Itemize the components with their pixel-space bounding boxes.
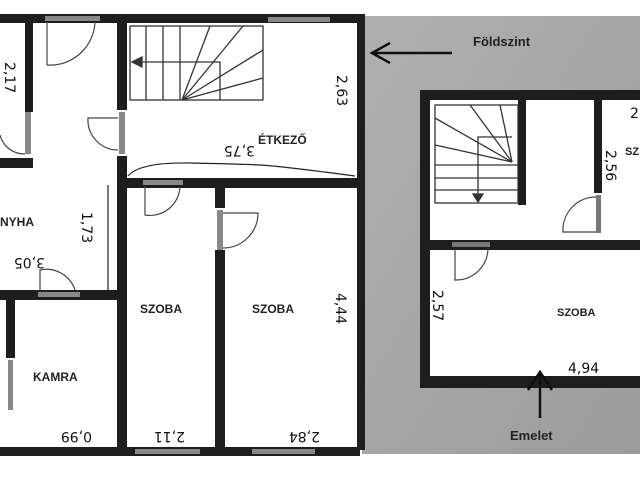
dimension-4-44: 4,44 xyxy=(332,293,348,324)
dimension-2-56: 2,56 xyxy=(602,150,618,181)
wall xyxy=(518,100,526,205)
room-label-szoba-upper: SZOBA xyxy=(557,307,596,319)
room-label-szoba-2: SZOBA xyxy=(252,302,294,316)
door-frame xyxy=(596,195,601,233)
room-label-nyha: NYHA xyxy=(0,215,34,229)
window xyxy=(45,16,100,21)
window xyxy=(268,17,330,22)
wall xyxy=(215,188,225,208)
wall xyxy=(6,298,15,358)
wall xyxy=(594,100,602,193)
ground-floor-label: Földszint xyxy=(473,34,531,49)
wall xyxy=(0,158,33,168)
arrow-left-icon xyxy=(369,41,452,65)
door-frame xyxy=(143,180,183,185)
room-label-kamra: KAMRA xyxy=(33,370,78,384)
wall xyxy=(215,250,225,455)
window xyxy=(25,112,31,154)
wall xyxy=(117,156,127,456)
dimension-0-99: 0,99 xyxy=(61,428,92,444)
dimension-3-75: 3,75 xyxy=(224,142,255,158)
upper-floor-plan xyxy=(420,90,640,388)
window xyxy=(119,112,125,154)
dimension-1-73: 1,73 xyxy=(78,212,94,243)
dimension-2-17: 2,17 xyxy=(1,62,17,93)
wall-top xyxy=(420,90,640,100)
wall xyxy=(117,178,365,188)
door-swings xyxy=(0,21,259,291)
door-frame xyxy=(217,210,223,250)
dimension-2-84: 2,84 xyxy=(289,428,320,444)
window xyxy=(252,449,315,454)
wall xyxy=(420,240,640,250)
wall-right xyxy=(357,20,365,450)
dimension-4-94: 4,94 xyxy=(568,361,599,377)
wall-left xyxy=(420,90,430,388)
room-label-sz-upper: SZ xyxy=(625,146,639,158)
door-frame xyxy=(8,360,13,410)
dimension-line xyxy=(127,162,356,177)
door-frame xyxy=(452,242,490,247)
window xyxy=(135,449,200,454)
dimension-2-57: 2,57 xyxy=(429,290,445,321)
room-label-szoba-1: SZOBA xyxy=(140,302,182,316)
room-label-etkezo: ÉTKEZŐ xyxy=(258,132,307,147)
staircase-upper xyxy=(434,104,519,204)
door-swings-upper xyxy=(454,196,597,281)
wall xyxy=(117,20,127,110)
ground-floor-plan xyxy=(0,14,365,456)
wall xyxy=(25,20,33,112)
arrow-up-icon xyxy=(526,369,554,418)
dimension-2-upper: 2 xyxy=(630,106,639,122)
wall-top xyxy=(0,14,365,23)
wall-bottom xyxy=(420,376,640,388)
upper-floor-interior xyxy=(422,92,640,384)
dimension-2-11: 2,11 xyxy=(154,428,185,444)
dimension-3-05: 3,05 xyxy=(14,254,45,270)
door-frame xyxy=(38,292,80,297)
upper-floor-label: Emelet xyxy=(510,428,553,443)
staircase xyxy=(129,25,264,101)
dimension-2-63: 2,63 xyxy=(333,75,349,106)
